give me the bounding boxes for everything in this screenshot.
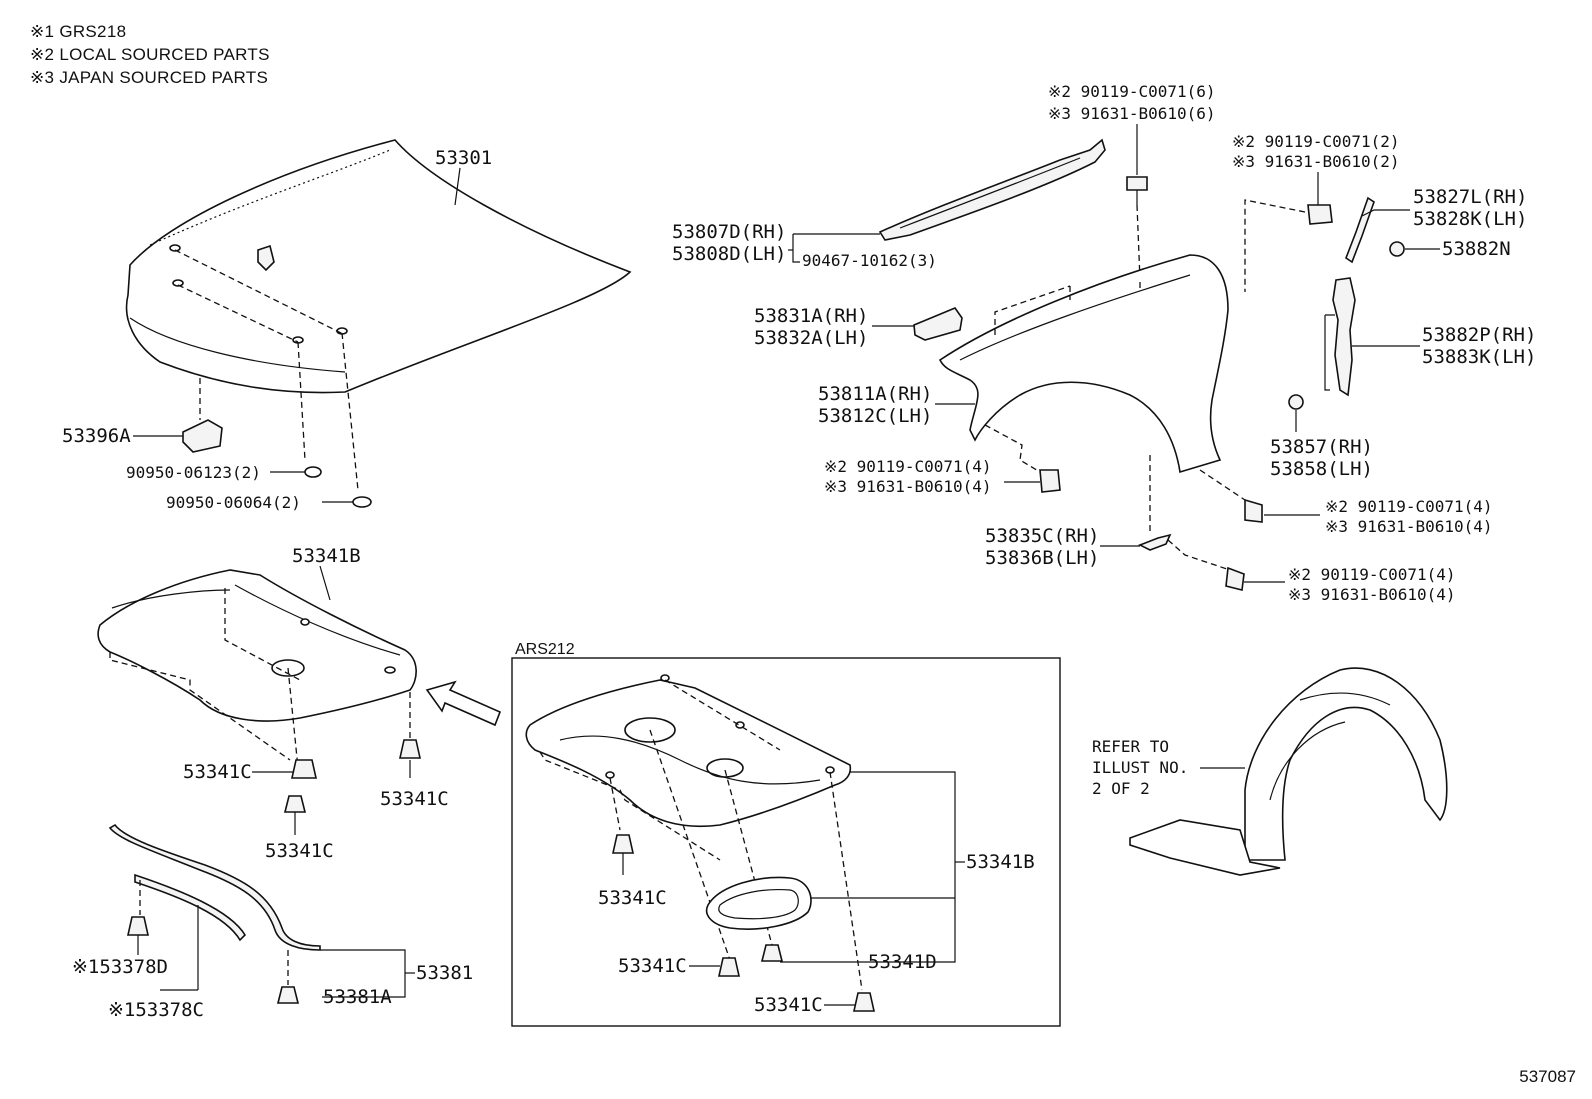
bolt-part[interactable] [1307,204,1333,225]
clip-part[interactable] [853,992,875,1012]
label-seal-53381: 53381 [416,962,473,984]
legend-notes: ※1 GRS218 ※2 LOCAL SOURCED PARTS ※3 JAPA… [30,20,270,89]
label-bolt-mid-japan: ※3 91631-B0610(2) [1232,152,1400,171]
label-sub-rh: 53882P(RH) [1422,324,1536,346]
refer-line-1: REFER TO [1092,737,1169,756]
label-plug-b: 90950-06064(2) [166,493,301,512]
label-seal-clip: 90467-10162(3) [802,251,937,270]
label-seal-lh: 53808D(LH) [672,243,786,265]
label-under-cover: 53341B [292,545,361,567]
bolt-part[interactable] [1039,469,1061,493]
hood-seal-part[interactable] [108,823,321,951]
bolt-part[interactable] [1244,498,1263,523]
clip-part[interactable] [127,916,149,936]
label-clip-rh: 53857(RH) [1270,436,1373,458]
plug-b-part[interactable] [352,496,372,508]
clip-part[interactable] [291,759,317,779]
label-hood: 53301 [435,147,492,169]
nut-part[interactable] [1389,241,1405,257]
refer-line-3: 2 OF 2 [1092,779,1150,798]
label-brace-lh: 53836B(LH) [985,547,1099,569]
direction-arrow [425,680,502,727]
plug-a-part[interactable] [304,466,322,478]
label-fender-rh: 53811A(RH) [818,383,932,405]
label-clip-lh: 53858(LH) [1270,458,1373,480]
label-inset-clip-3: 53341C [754,994,823,1016]
label-bolt-r-japan: ※3 91631-B0610(4) [1325,517,1493,536]
fender-seal-part[interactable] [878,138,1106,241]
clip-part[interactable] [718,957,740,977]
label-bolt-r-local: ※2 90119-C0071(4) [1325,497,1493,516]
label-inset-clip-1: 53341C [598,887,667,909]
seal-clip-part[interactable] [254,0,275,272]
label-pad-lh: 53832A(LH) [754,327,868,349]
bolt-part[interactable] [1225,566,1245,591]
label-pad-rh: 53831A(RH) [754,305,868,327]
clip-part[interactable] [399,739,421,759]
label-bolt-top-japan: ※3 91631-B0610(6) [1048,104,1216,123]
label-plug-a: 90950-06123(2) [126,463,261,482]
label-bolt-low-local: ※2 90119-C0071(4) [824,457,992,476]
label-bolt-top-local: ※2 90119-C0071(6) [1048,82,1216,101]
label-hood-bumper: 53396A [62,425,131,447]
clip-part[interactable] [276,986,300,1004]
label-fender-lh: 53812C(LH) [818,405,932,427]
label-seal-d: ※153378D [72,956,168,978]
note-3: ※3 JAPAN SOURCED PARTS [30,68,269,87]
bolt-part[interactable] [1126,176,1148,205]
inset-title: ARS212 [515,641,575,658]
label-bracket-lh: 53828K(LH) [1413,208,1527,230]
label-bolt-mid-local: ※2 90119-C0071(2) [1232,132,1400,151]
label-inset-plate: 53341D [868,951,937,973]
clip-part[interactable] [283,795,307,813]
label-seal-c: ※153378C [108,999,204,1021]
fender-brace-part[interactable] [1138,533,1172,551]
label-bolt-b-local: ※2 90119-C0071(4) [1288,565,1456,584]
label-bolt-b-japan: ※3 91631-B0610(4) [1288,585,1456,604]
hood-bumper-part[interactable] [182,419,223,453]
under-cover-part[interactable] [97,569,417,722]
figure-number: 537087 [1519,1067,1576,1086]
inset-under-cover-part[interactable] [525,674,852,828]
label-sub-lh: 53883K(LH) [1422,346,1536,368]
hood-part[interactable] [125,139,632,394]
label-brace-rh: 53835C(RH) [985,525,1099,547]
label-bracket-rh: 53827L(RH) [1413,186,1527,208]
inset-plate-part[interactable] [705,876,812,930]
label-seal-rh: 53807D(RH) [672,221,786,243]
clip-part[interactable] [1288,394,1304,410]
fender-liner-part[interactable] [1129,667,1448,876]
fender-part[interactable] [938,254,1229,474]
seal-strip-part[interactable] [134,873,247,942]
inset-frame [511,657,1061,1027]
clip-part[interactable] [612,834,634,854]
label-bolt-low-japan: ※3 91631-B0610(4) [824,477,992,496]
label-seal-clip: 53381A [323,986,392,1008]
label-clip-3: 53341C [380,788,449,810]
note-1: ※1 GRS218 [30,22,127,41]
note-2: ※2 LOCAL SOURCED PARTS [30,45,270,64]
fender-bracket-part[interactable] [1345,196,1375,264]
label-clip-2: 53341C [265,840,334,862]
label-nut: 53882N [1442,238,1511,260]
fender-pad-part[interactable] [913,307,963,341]
refer-line-2: ILLUST NO. [1092,758,1188,777]
label-clip-1: 53341C [183,761,252,783]
label-inset-clip-2: 53341C [618,955,687,977]
label-inset-cover: 53341B [966,851,1035,873]
fender-sub-bracket-part[interactable] [1324,277,1356,397]
clip-part[interactable] [760,944,784,962]
